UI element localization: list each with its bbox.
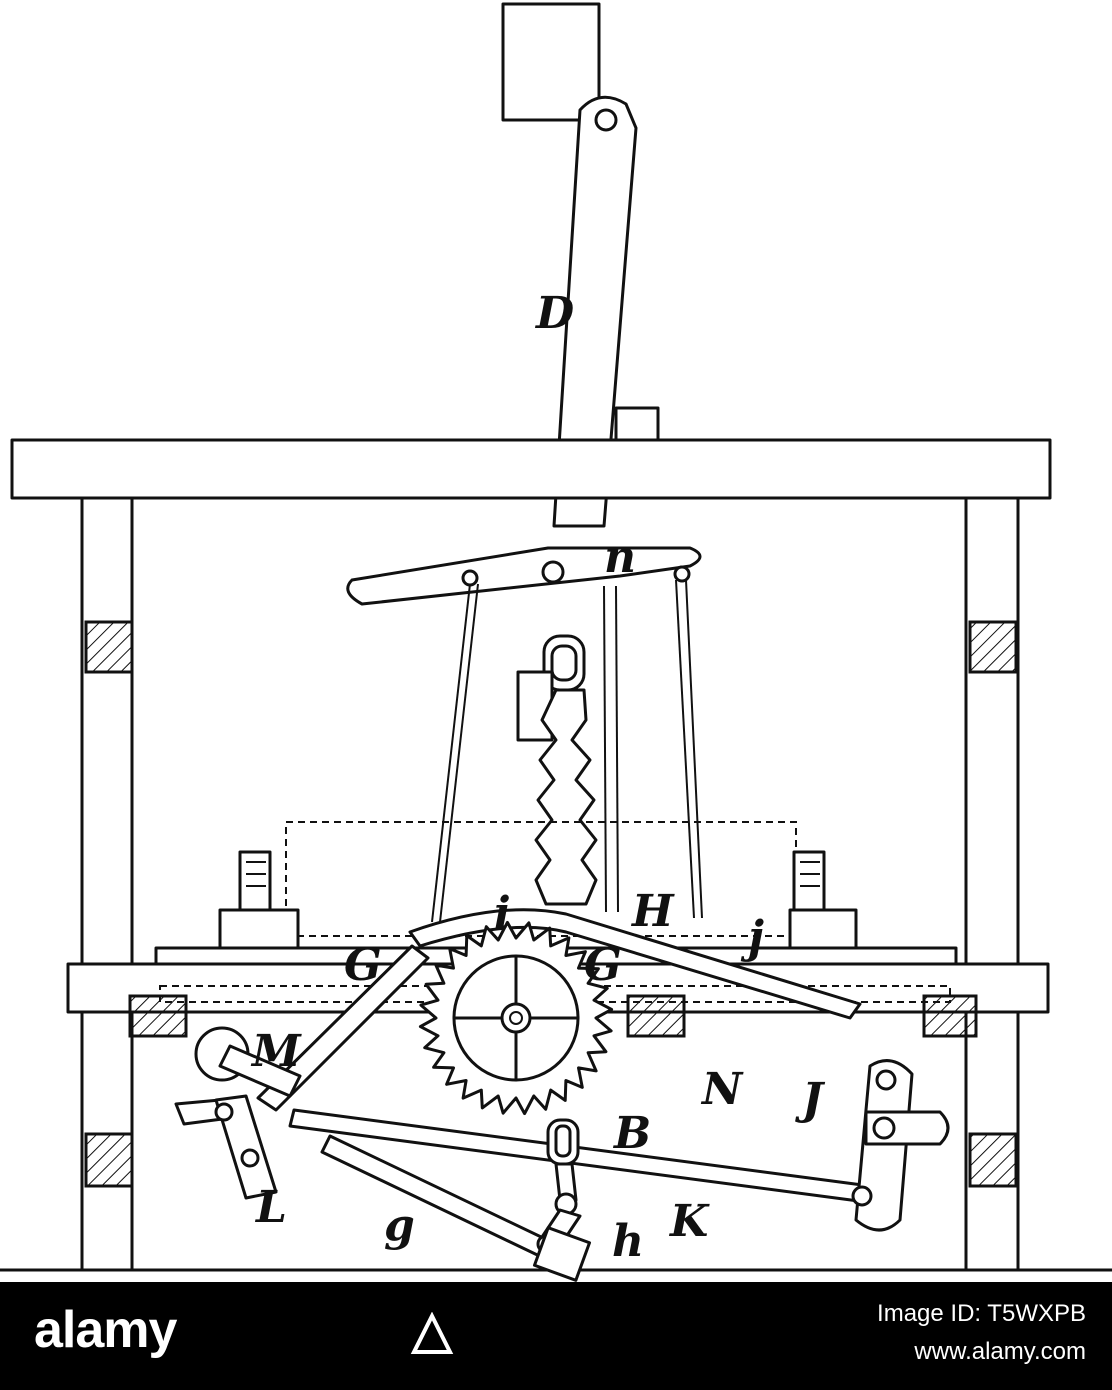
- crank-m: [174, 1026, 302, 1200]
- image-id-text: Image ID: T5WXPB: [877, 1300, 1086, 1327]
- label-d: D: [534, 288, 574, 339]
- brand-logo: alamy: [34, 1301, 177, 1359]
- stock-footer-bar: alamy Image ID: T5WXPB www.alamy.com: [0, 1282, 1112, 1390]
- frame-side-posts: [80, 496, 1020, 1272]
- feed-strap: [408, 908, 862, 1020]
- ratchet-wheel: [418, 920, 614, 1116]
- lower-frame: [130, 1034, 968, 1272]
- label-g-left: G: [344, 940, 382, 991]
- site-url-text: www.alamy.com: [914, 1338, 1086, 1365]
- label-h-upper: H: [630, 886, 675, 937]
- log-clamps: [218, 850, 858, 952]
- frame-top-beam: [10, 406, 1052, 500]
- label-i: i: [494, 888, 511, 939]
- saw-mechanism-diagram: n: [0, 2, 1112, 1282]
- pitman-rod: [552, 95, 638, 528]
- label-m: M: [250, 1026, 302, 1077]
- label-h: h: [612, 1216, 644, 1267]
- label-g-lower: g: [384, 1200, 415, 1251]
- label-j-upper: J: [795, 1074, 826, 1125]
- lever-j: [851, 1059, 950, 1232]
- saw-blade: [534, 688, 598, 906]
- label-n: N: [700, 1064, 744, 1115]
- rocker-lever: n: [346, 532, 702, 606]
- brand-mark-icon: [410, 1312, 454, 1354]
- label-k: K: [668, 1196, 710, 1247]
- label-g-right: G: [584, 940, 622, 991]
- label-l: L: [254, 1182, 287, 1233]
- label-b: B: [612, 1108, 651, 1159]
- feed-arm: [256, 944, 430, 1112]
- pawl-link: [532, 1118, 592, 1282]
- svg-text:n: n: [604, 532, 636, 583]
- hanging-rods: [431, 579, 703, 923]
